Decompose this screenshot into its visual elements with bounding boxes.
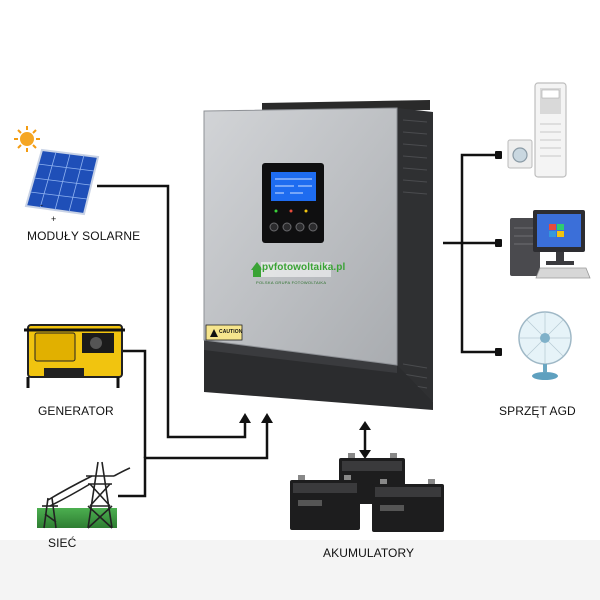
- arrow-up-icon: [261, 413, 273, 423]
- svg-text:-: -: [40, 200, 43, 210]
- wire-appliances-trunk: [443, 153, 498, 245]
- bottom-band: [0, 540, 600, 600]
- wires: [97, 153, 498, 498]
- plug-icon: [495, 151, 502, 159]
- plug-ends: [495, 151, 502, 356]
- label-solar: MODUŁY SOLARNE: [27, 229, 141, 243]
- batteries-group: [290, 453, 444, 532]
- plug-icon: [495, 348, 502, 356]
- label-appliances: SPRZĘT AGD: [499, 404, 576, 418]
- solar-panel-icon: - +: [24, 148, 100, 224]
- label-generator: GENERATOR: [38, 404, 114, 418]
- svg-text:+: +: [51, 214, 56, 224]
- arrow-down-icon: [359, 450, 371, 459]
- inverter-buttons: [269, 222, 318, 232]
- arrow-up-icon: [239, 413, 251, 423]
- lcd-glyphs: [275, 178, 312, 194]
- brand-logo-icon: [251, 262, 331, 277]
- inverter-unit: [203, 100, 433, 410]
- inverter-brand-tagline: POLSKA GRUPA FOTOWOLTAIKA: [256, 280, 327, 285]
- battery-icon: [372, 479, 444, 532]
- side-vents: [402, 119, 428, 389]
- power-pylon-icon: [37, 461, 131, 529]
- plug-icon: [495, 239, 502, 247]
- wire-solar: [97, 184, 247, 439]
- inverter-brand: pvfotowoltaika.pl: [262, 262, 346, 273]
- air-conditioner-icon: [507, 82, 567, 178]
- wire-appliance-fan: [460, 243, 498, 354]
- label-grid: SIEĆ: [48, 536, 77, 550]
- generator-icon: [24, 324, 125, 388]
- arrow-up-icon: [359, 421, 371, 430]
- fan-icon: [518, 311, 572, 380]
- label-batteries: AKUMULATORY: [323, 546, 415, 560]
- arrow-heads: [239, 413, 371, 459]
- sun-icon: [14, 126, 40, 152]
- wire-grid: [118, 421, 269, 498]
- inverter-caution-label: CAUTION: [219, 329, 243, 335]
- battery-icon: [290, 475, 360, 530]
- computer-icon: [510, 210, 591, 279]
- wire-generator: [122, 349, 147, 458]
